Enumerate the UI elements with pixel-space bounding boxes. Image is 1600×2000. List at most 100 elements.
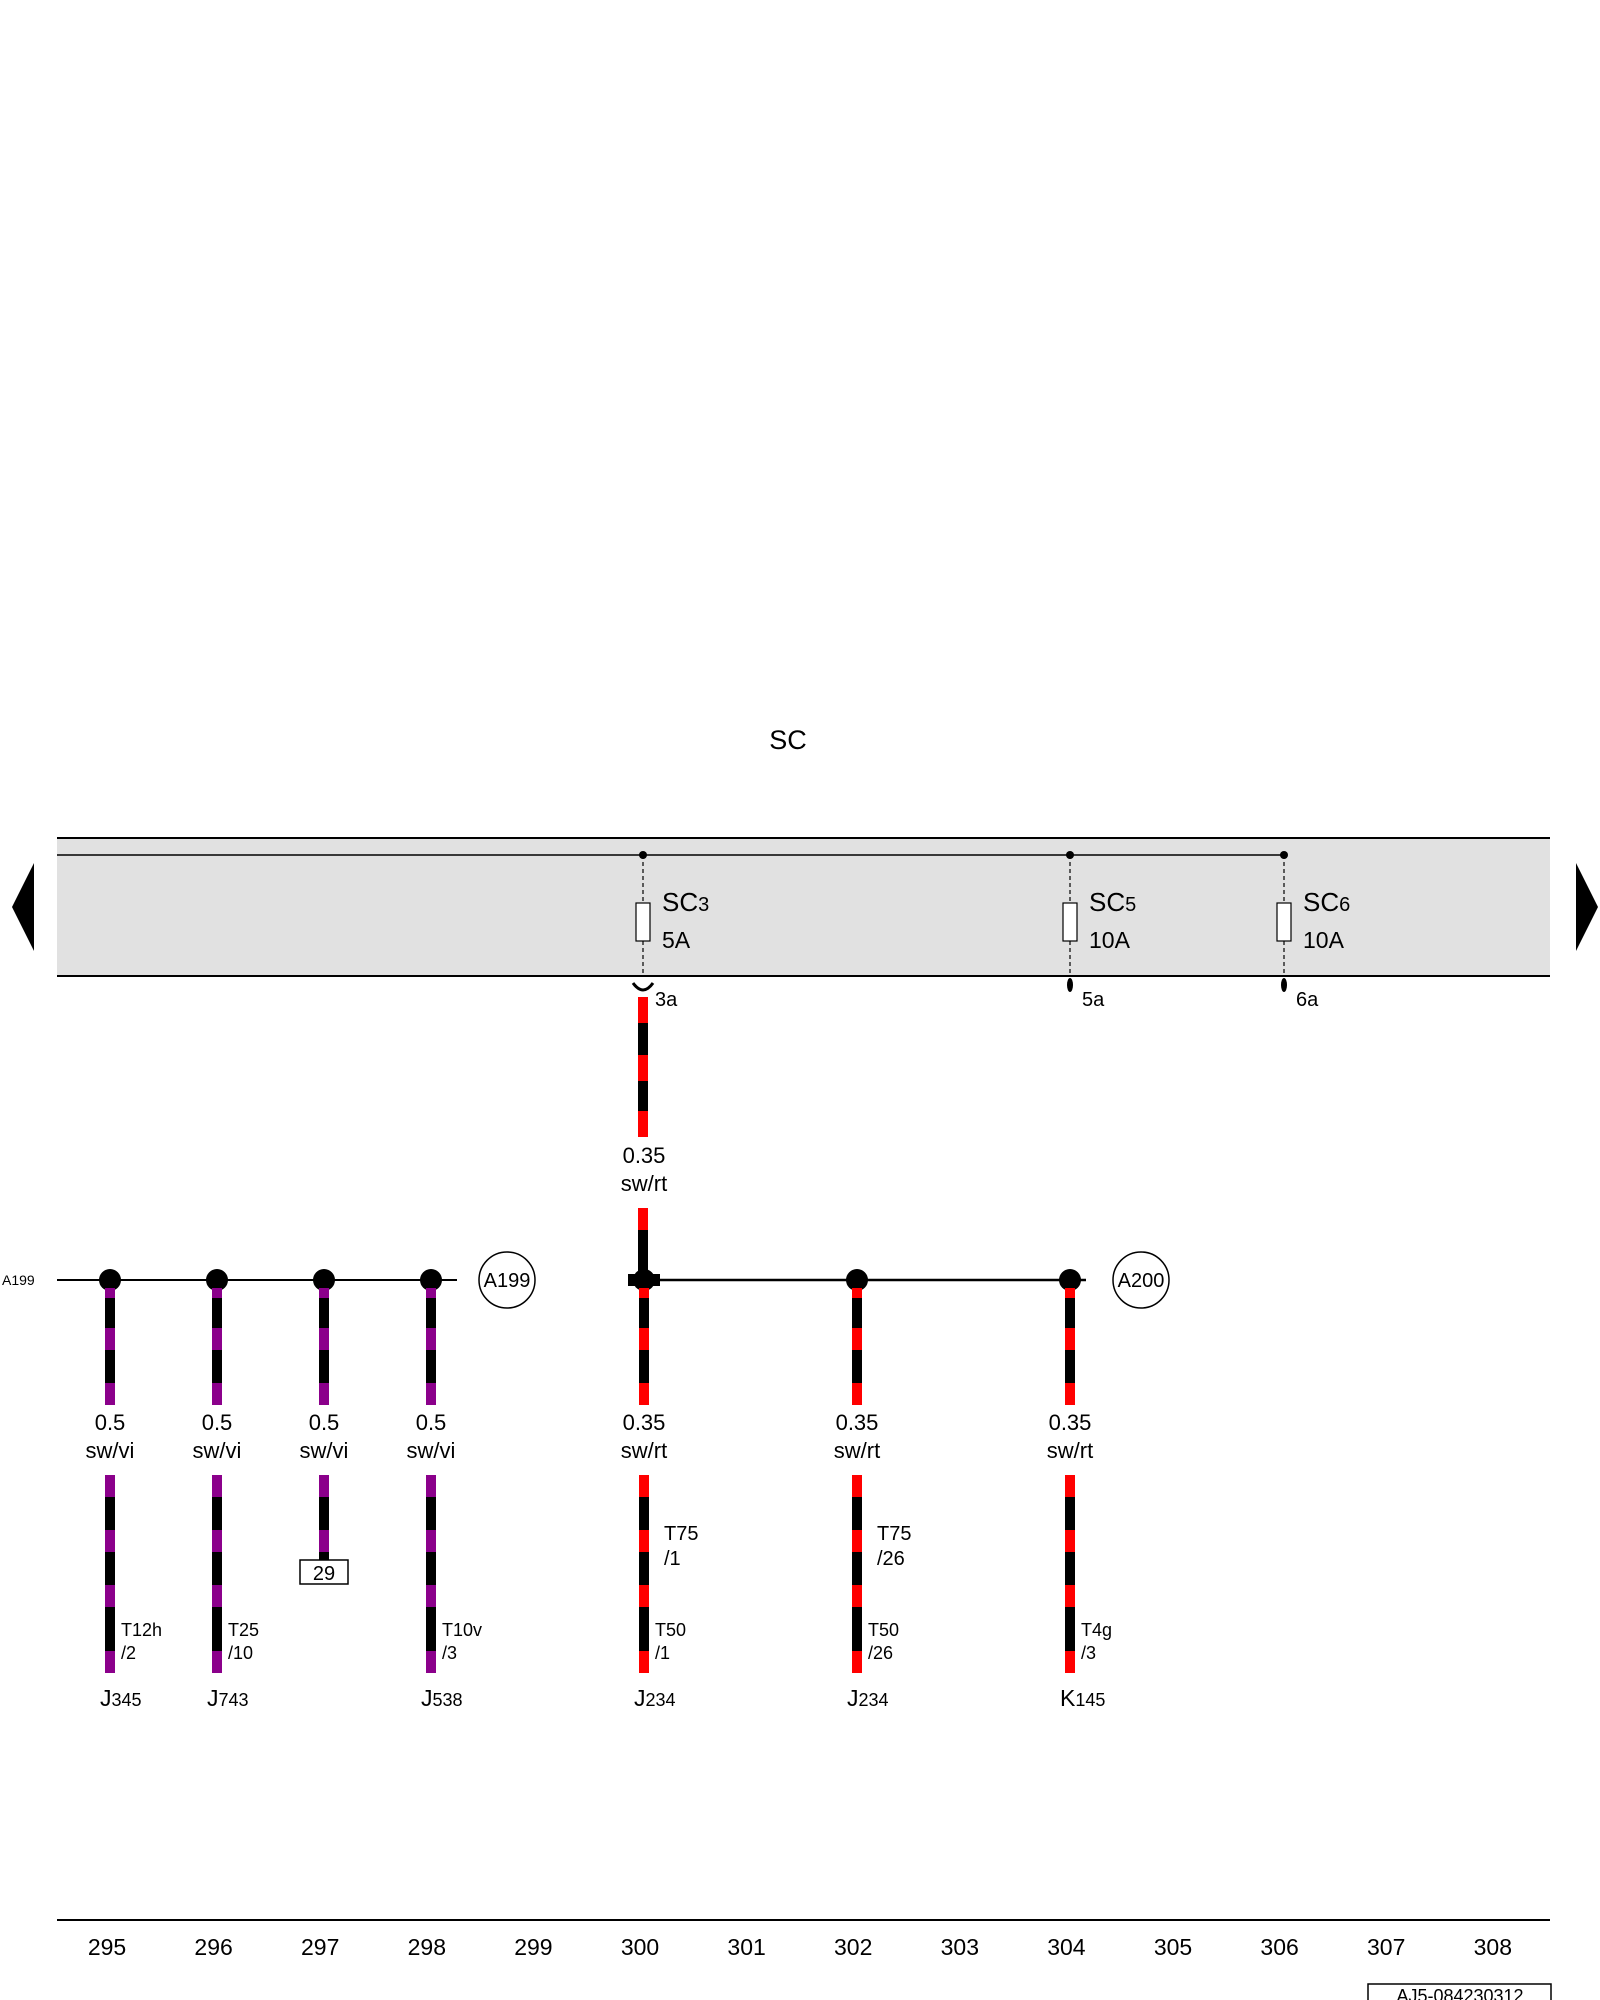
wire-stripe <box>105 1585 115 1607</box>
fuse-index: 6 <box>1339 894 1350 916</box>
wire-gauge: 0.35 <box>623 1410 666 1435</box>
bus-junction-dot <box>99 1269 121 1291</box>
wire-stripe <box>105 1383 115 1405</box>
fuse-rating: 5A <box>662 927 691 953</box>
fuse-sc5: SC5 10A <box>1062 851 1136 976</box>
fuse-name: SC <box>1303 887 1339 917</box>
wire-stripe <box>105 1475 115 1497</box>
wire-stripe <box>105 1651 115 1673</box>
previous-page-arrow-icon[interactable] <box>12 863 34 951</box>
column-number: 300 <box>621 1934 659 1960</box>
wire-stripe <box>105 1530 115 1552</box>
component-letter: J <box>634 1685 646 1711</box>
fuse-rating: 10A <box>1303 927 1345 953</box>
wire-stripe <box>319 1383 329 1405</box>
wire-gauge: 0.5 <box>95 1410 126 1435</box>
next-page-arrow-icon[interactable] <box>1576 863 1598 951</box>
wire-stripe <box>319 1328 329 1350</box>
component-label[interactable]: K145 <box>1060 1685 1105 1711</box>
connection-ref-a200[interactable] <box>1112 1251 1170 1309</box>
wire-stripe <box>105 1288 115 1298</box>
wire-stripe <box>852 1651 862 1673</box>
wire-gauge: 0.5 <box>309 1410 340 1435</box>
pin-3a-connector-icon <box>631 982 655 992</box>
wire-stripe <box>639 1530 649 1552</box>
connector-pin: /10 <box>228 1643 253 1663</box>
connector-pin: /2 <box>121 1643 136 1663</box>
branch-wires: 0.5sw/viT12h/2J3450.5sw/viT25/10J7430.5s… <box>86 1269 1112 1711</box>
wire-stripe <box>639 1383 649 1405</box>
wire-stripe <box>639 1585 649 1607</box>
column-number: 299 <box>514 1934 552 1960</box>
wire-stripe <box>426 1585 436 1607</box>
wire-stripe <box>852 1585 862 1607</box>
wire-stripe <box>212 1585 222 1607</box>
connector-label: T25 <box>228 1620 259 1640</box>
wire-stripe <box>852 1328 862 1350</box>
fuse-name: SC <box>662 887 698 917</box>
doc-code-box <box>1367 1983 1552 2000</box>
column-number: 305 <box>1154 1934 1192 1960</box>
column-number: 296 <box>194 1934 232 1960</box>
bus-junction-dot <box>206 1269 228 1291</box>
connector-label: T50 <box>868 1620 899 1640</box>
pin-5a-terminal-icon <box>1067 978 1073 992</box>
component-letter: J <box>100 1685 112 1711</box>
component-label[interactable]: J345 <box>100 1685 142 1711</box>
wire-stripe <box>1065 1383 1075 1405</box>
wire-gauge: 0.5 <box>416 1410 447 1435</box>
component-letter: J <box>207 1685 219 1711</box>
component-label[interactable]: J538 <box>421 1685 463 1711</box>
bus-side-label-a199: A199 <box>2 1272 35 1288</box>
pin-label-5a: 5a <box>1082 989 1105 1011</box>
wire-stripe <box>639 1288 649 1298</box>
wire-stripe <box>212 1383 222 1405</box>
svg-text:SC3: SC3 <box>662 887 709 917</box>
component-label[interactable]: J234 <box>634 1685 676 1711</box>
mid-connector-pin: /1 <box>664 1548 681 1570</box>
wire-gauge: 0.5 <box>202 1410 233 1435</box>
wire-stripe <box>319 1288 329 1298</box>
component-number: 234 <box>859 1690 889 1710</box>
wire-core <box>852 1475 862 1673</box>
connection-ref-a199[interactable] <box>478 1251 536 1309</box>
pin-label-3a: 3a <box>655 989 678 1011</box>
wire-stripe <box>639 1651 649 1673</box>
component-label[interactable]: J234 <box>847 1685 889 1711</box>
connector-label: T50 <box>655 1620 686 1640</box>
column-number: 303 <box>941 1934 979 1960</box>
component-label[interactable]: J743 <box>207 1685 249 1711</box>
wire-core <box>212 1475 222 1673</box>
trunk-wire-color: sw/rt <box>621 1171 667 1196</box>
fuse-sc6: SC6 10A <box>1276 851 1350 976</box>
fuse-sc3: SC3 5A <box>635 851 709 976</box>
trunk-wire-gauge: 0.35 <box>623 1143 666 1168</box>
column-number: 308 <box>1474 1934 1512 1960</box>
fuse-carrier-panel <box>57 838 1550 976</box>
wire-stripe <box>212 1475 222 1497</box>
wire-continuation-box[interactable] <box>299 1559 349 1585</box>
wire-gauge: 0.35 <box>1049 1410 1092 1435</box>
wire-stripe <box>852 1288 862 1298</box>
wire-gauge: 0.35 <box>836 1410 879 1435</box>
wire-stripe <box>1065 1530 1075 1552</box>
component-number: 145 <box>1075 1690 1105 1710</box>
component-number: 743 <box>219 1690 249 1710</box>
wire-core <box>426 1475 436 1673</box>
wire-stripe <box>1065 1585 1075 1607</box>
connection-ref-a199-label: A199 <box>484 1270 531 1292</box>
wire-stripe <box>319 1475 329 1497</box>
component-letter: K <box>1060 1685 1076 1711</box>
wire-stripe <box>639 1328 649 1350</box>
connector-pin: /3 <box>442 1643 457 1663</box>
mid-connector-pin: /26 <box>877 1548 905 1570</box>
component-number: 538 <box>433 1690 463 1710</box>
wire-color: sw/rt <box>1047 1438 1093 1463</box>
diagram-title: SC <box>769 725 807 755</box>
wire-stripe <box>852 1530 862 1552</box>
wire-color: sw/vi <box>300 1438 349 1463</box>
